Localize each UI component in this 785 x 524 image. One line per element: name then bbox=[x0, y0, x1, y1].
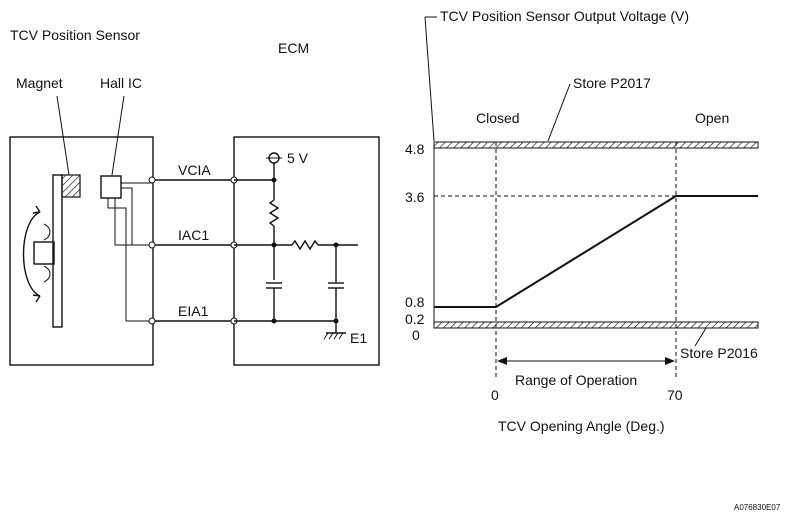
range-label: Range of Operation bbox=[515, 372, 637, 388]
magnet-label: Magnet bbox=[16, 75, 63, 91]
graph-title: TCV Position Sensor Output Voltage (V) bbox=[440, 8, 689, 24]
terminal-dot bbox=[148, 317, 156, 325]
figure-id: A076830E07 bbox=[734, 503, 781, 512]
output-graph: TCV Position Sensor Output Voltage (V) S… bbox=[405, 8, 759, 434]
y-tick-label: 3.6 bbox=[405, 189, 425, 205]
magnet-leader bbox=[56, 95, 70, 176]
vcc-label: 5 V bbox=[287, 150, 309, 166]
open-label: Open bbox=[695, 110, 729, 126]
sensor-shaft bbox=[52, 174, 63, 328]
hall-ic-chip bbox=[100, 175, 122, 199]
pullup-resistor bbox=[268, 199, 280, 227]
y-tick-label: 4.8 bbox=[405, 141, 425, 157]
title-leader bbox=[424, 16, 435, 142]
circuit-diagram: TCV Position Sensor ECM Magnet Hall IC bbox=[9, 27, 380, 366]
x-tick-label: 0 bbox=[491, 387, 499, 403]
rotation-arrow-icon bbox=[22, 205, 55, 303]
x-axis-label: TCV Opening Angle (Deg.) bbox=[498, 418, 665, 434]
series-resistor bbox=[291, 239, 319, 251]
hall-ic-label: Hall IC bbox=[100, 75, 142, 91]
ground-icon bbox=[323, 332, 346, 340]
junction-dot bbox=[271, 318, 277, 324]
ecm-box bbox=[233, 136, 380, 366]
x-tick-label: 70 bbox=[667, 387, 683, 403]
terminal-dot bbox=[148, 241, 156, 249]
store-high-leader bbox=[547, 83, 571, 142]
terminal-vcia: VCIA bbox=[178, 162, 211, 178]
store-low-label: Store P2016 bbox=[680, 345, 758, 361]
y-tick-label: 0 bbox=[412, 327, 420, 343]
y-tick-label: 0.2 bbox=[405, 311, 425, 327]
hall-ic-leader bbox=[111, 95, 125, 176]
terminal-eia1: EIA1 bbox=[178, 303, 209, 319]
sensor-title: TCV Position Sensor bbox=[10, 27, 140, 43]
closed-label: Closed bbox=[476, 110, 520, 126]
junction-dot bbox=[333, 318, 339, 324]
lower-threshold-band bbox=[433, 321, 759, 329]
output-voltage-line bbox=[434, 195, 758, 308]
store-low-leader bbox=[694, 327, 707, 347]
upper-threshold-band bbox=[433, 141, 759, 149]
ground-label: E1 bbox=[350, 330, 367, 346]
junction-dot bbox=[271, 242, 277, 248]
sensor-housing bbox=[9, 136, 154, 366]
terminal-dot bbox=[148, 176, 156, 184]
y-tick-label: 0.8 bbox=[405, 294, 425, 310]
magnet-block bbox=[61, 174, 81, 198]
wire-iac1-int2 bbox=[121, 187, 133, 245]
store-high-label: Store P2017 bbox=[573, 75, 651, 91]
ecm-label: ECM bbox=[278, 40, 309, 56]
terminal-iac1: IAC1 bbox=[178, 227, 209, 243]
junction-dot bbox=[271, 177, 277, 183]
wire-iac1-int bbox=[114, 198, 152, 246]
wire-eia1-int bbox=[107, 198, 152, 322]
